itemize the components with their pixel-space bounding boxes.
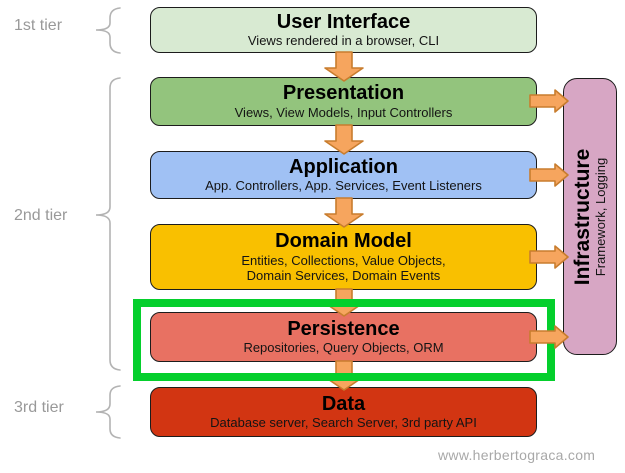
watermark-url: www.herbertograca.com [438, 447, 596, 463]
tier-label-3rd: 3rd tier [14, 399, 64, 416]
layer-subtitle: Repositories, Query Objects, ORM [243, 340, 444, 356]
layer-title: Data [321, 392, 366, 415]
brace-2nd-tier [95, 77, 121, 371]
layer-subtitle: Views, View Models, Input Controllers [234, 104, 453, 120]
down-arrow-application-to-domain [324, 197, 364, 228]
layer-title: User Interface [276, 10, 411, 33]
layer-subtitle: App. Controllers, App. Services, Event L… [205, 178, 482, 194]
persistence-highlight-rect [133, 299, 555, 381]
layer-title: Domain Model [275, 230, 412, 252]
brace-1st-tier [95, 7, 121, 54]
layer-persistence: Persistence Repositories, Query Objects,… [150, 312, 537, 362]
layer-subtitle: Database server, Search Server, 3rd part… [210, 415, 477, 431]
layer-domain-model: Domain Model Entities, Collections, Valu… [150, 224, 537, 290]
tier-label-2nd: 2nd tier [14, 207, 68, 224]
layer-title: Presentation [282, 82, 405, 105]
layer-infrastructure [563, 78, 617, 355]
layer-title: Application [289, 155, 398, 178]
layer-user-interface: User Interface Views rendered in a brows… [150, 7, 537, 53]
layer-title: Persistence [287, 317, 400, 340]
brace-3rd-tier [95, 385, 121, 439]
layer-presentation: Presentation Views, View Models, Input C… [150, 77, 537, 126]
down-arrow-presentation-to-application [324, 124, 364, 155]
layer-application: Application App. Controllers, App. Servi… [150, 151, 537, 199]
layer-subtitle: Views rendered in a browser, CLI [247, 33, 440, 49]
layer-subtitle: Entities, Collections, Value Objects, [241, 252, 446, 268]
layer-subtitle-line2: Domain Services, Domain Events [246, 267, 441, 283]
tier-label-1st: 1st tier [14, 17, 63, 34]
layer-data: Data Database server, Search Server, 3rd… [150, 387, 537, 437]
